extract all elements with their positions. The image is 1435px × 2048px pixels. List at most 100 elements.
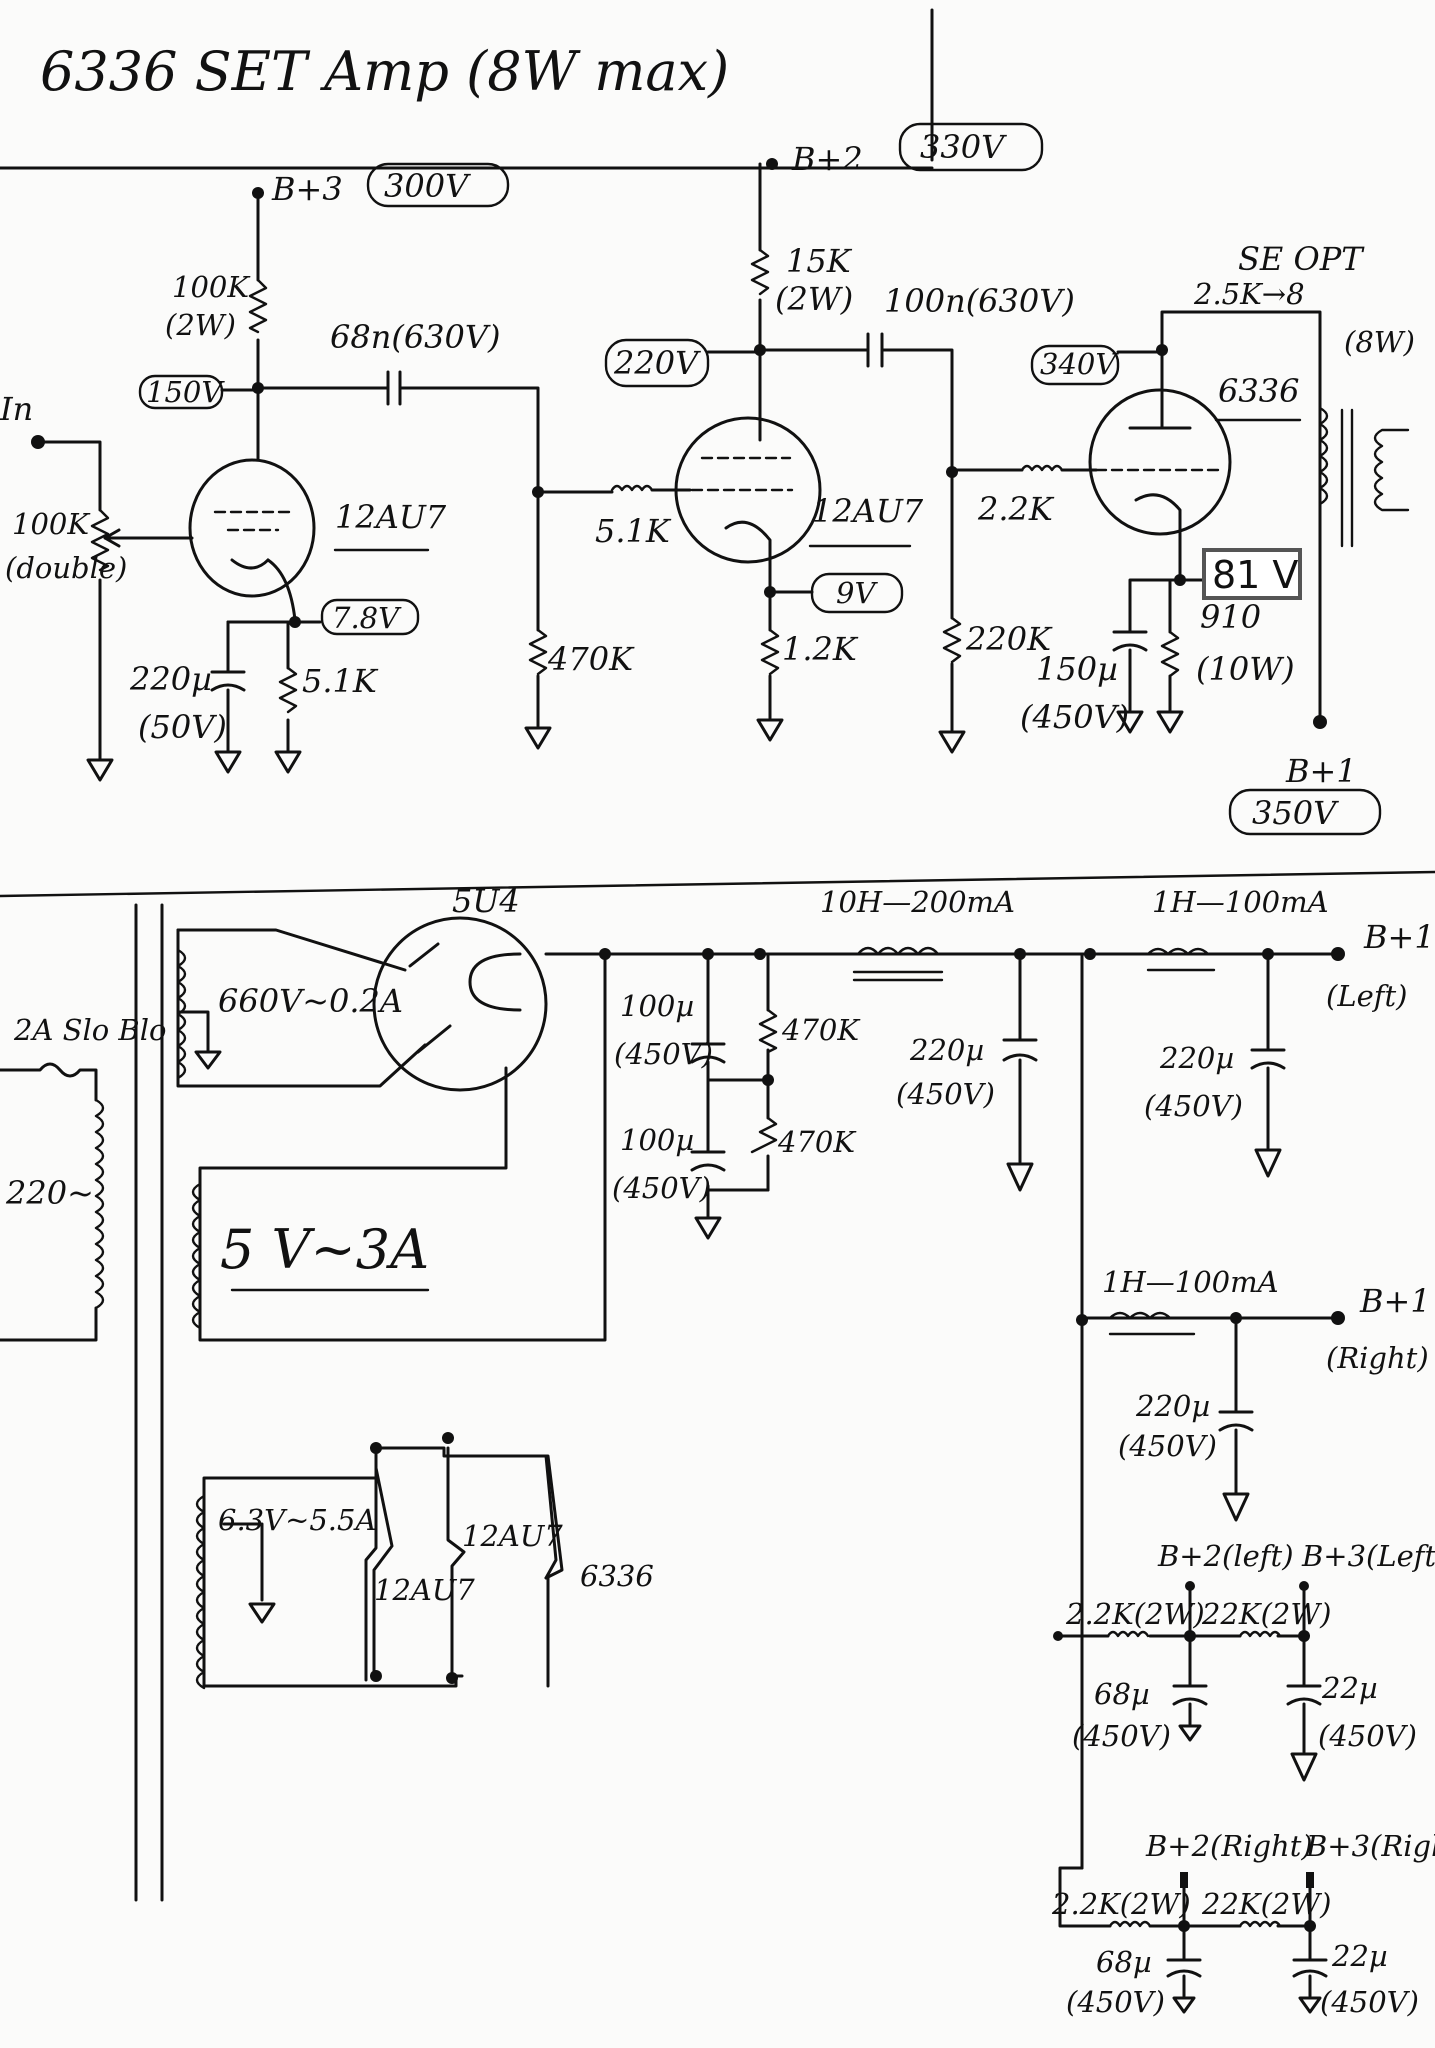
tube1-type: 12AU7 [335,498,447,536]
ground-decouple-right [1172,1996,1322,2014]
ground-res1 [274,750,302,774]
v81-label: 81 V [1212,553,1298,597]
mains-return-wire [0,1306,98,1342]
filter-cap1-rating: (450V) [896,1077,995,1111]
input-wire [36,440,102,762]
b2-voltage: 330V [920,128,1007,166]
r-22k-left-label: 22K(2W) [1201,1597,1331,1631]
ground-grid2 [524,726,552,750]
rectifier-5u4 [372,916,548,1092]
plate-resistor-15k [750,248,770,296]
filter-cap-220u-3 [1218,1410,1254,1432]
b-plus-rail [544,952,1340,1320]
amplifier-section: B+3 300V B+2 330V 100K (2W) 150V 68n(630… [0,122,1415,836]
decouple-left-resistors [1106,1630,1282,1638]
heater-12au7-b-label: 12AU7 [462,1519,563,1553]
opt-title: SE OPT [1238,240,1365,278]
v81-callout [1202,548,1302,600]
rect-filament-coil [191,1182,202,1330]
heater-secondary-label: 6.3V~5.5A [218,1503,376,1537]
cap-150u-label: 150µ [1036,650,1118,688]
fuse-label: 2A Slo Blo [13,1013,166,1047]
v78-label: 7.8V [332,601,402,635]
grid-stopper-5k1 [610,484,654,492]
opt-impedance: 2.5K→8 [1193,277,1305,311]
v9-label: 9V [836,576,878,610]
b3-voltage-bubble [366,162,510,208]
b2-right-tap [1180,1872,1188,1888]
r-bleeder-a-label: 470K [781,1013,861,1047]
tube3-cathode [1134,493,1182,582]
title-box-border [0,8,934,170]
power-supply-section: 2A Slo Blo 220~ 660V~0.2A 5U4 5 V~3A [0,882,1435,2019]
tube2-type: 12AU7 [812,492,924,530]
heater-node-1 [370,1442,382,1454]
filter-cap3-label: 220µ [1135,1389,1210,1423]
heater-12au7-a [372,1448,394,1678]
b1-right-label: B+1 [1359,1282,1431,1320]
rail-node-3 [754,948,766,960]
b3-label: B+3 [271,170,343,208]
rectifier-anodes [408,942,452,1054]
tube1-12au7 [188,458,316,598]
filter-cap-220u-2 [1250,1048,1286,1070]
b1-voltage: 350V [1252,794,1339,832]
opt-power: (8W) [1344,325,1415,359]
v9-bubble [810,572,904,614]
cap-22u-right-label: 22µ [1331,1939,1388,1973]
b3-right-tap [1306,1872,1314,1888]
tube1-grid [213,510,294,532]
tube1-cathode-lead [266,558,297,622]
ground-reservoir [694,1216,722,1240]
cap-68u-left-rating: (450V) [1072,1719,1171,1753]
cap-100u-a-rating: (450V) [614,1037,713,1071]
r-2k2-right-label: 2.2K(2W) [1051,1887,1191,1921]
grid-resistor-220k [942,616,962,664]
b1-right-node [1331,1311,1345,1325]
heater-node-4 [446,1672,458,1684]
b1-label: B+1 [1285,752,1357,790]
volume-pot-100k [90,508,110,572]
rail-node-1 [599,948,611,960]
ground-input [86,758,114,782]
choke-1h-right [1108,1311,1196,1336]
decouple-right-wire [1058,1866,1312,1928]
decouple-right-taps [1182,1878,1312,1998]
diagram-title: 6336 SET Amp (8W max) [40,40,729,103]
input-label: In [0,390,33,428]
r-5k1-label: 5.1K [302,662,379,700]
ground-filter2 [1254,1148,1282,1178]
choke-1h-left-label: 1H—100mA [1152,885,1329,919]
cathode-cap-220u [210,670,246,692]
cap-22u-left-rating: (450V) [1318,1719,1417,1753]
heater-secondary-coil [195,1494,206,1690]
right-branch-wire [1080,1316,1340,1870]
decouple-left-start [1053,1631,1063,1641]
opt-core [1340,408,1354,548]
bleeder-mid-node [762,1074,774,1086]
cathode3-bypass-wire [1128,578,1182,714]
r-2k2-left-label: 2.2K(2W) [1065,1597,1205,1631]
grid-stopper-2k2 [1020,464,1064,472]
b2-right-label: B+2(Right) [1145,1829,1313,1863]
pot-type: (double) [5,551,127,585]
rail-return-wire [588,952,607,1342]
b3-voltage: 300V [384,167,471,205]
heater-wire [202,1446,564,1688]
mains-primary-coil [94,1098,105,1310]
b3-left-label: B+3(Left) [1301,1539,1435,1573]
cap-220u-rating: (50V) [138,708,227,746]
hv-center-tap-ground [176,1010,222,1070]
power-transformer-core [134,903,164,1902]
b2-left-label: B+2(left) [1157,1539,1294,1573]
cap-22u-left-label: 22µ [1321,1671,1378,1705]
rect-filament-label: 5 V~3A [220,1218,429,1281]
filter-cap2-label: 220µ [1159,1041,1234,1075]
r-100k-rating: (2W) [165,308,236,342]
cap-100n-label: 100n(630V) [884,282,1075,320]
cap-68u-right-rating: (450V) [1066,1985,1165,2019]
filter-cap1-label: 220µ [909,1033,984,1067]
filter-cap2-rating: (450V) [1144,1089,1243,1123]
ground-filter3 [1222,1492,1250,1522]
